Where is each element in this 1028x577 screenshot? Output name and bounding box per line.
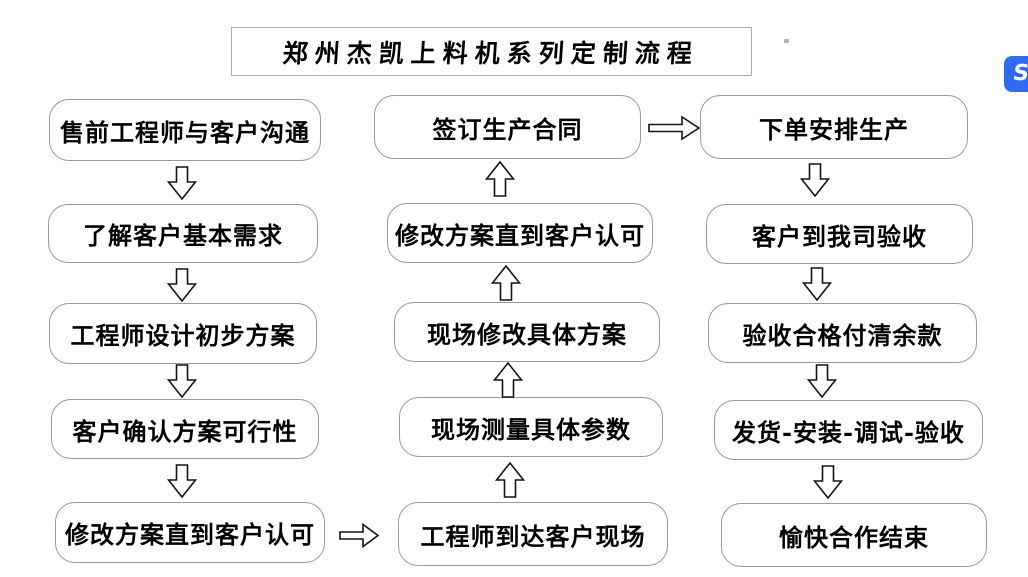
flow-box-label: 修改方案直到客户认可 <box>65 520 315 549</box>
up-arrow-icon <box>493 362 523 398</box>
flow-box-sign-contract: 签订生产合同 <box>374 95 641 159</box>
up-arrow-icon <box>491 265 521 301</box>
flow-box-engineer-arrives-site: 工程师到达客户现场 <box>398 502 668 566</box>
title-box: 郑州杰凯上料机系列定制流程 <box>231 27 752 76</box>
flow-box-label: 发货-安装-调试-验收 <box>732 417 965 447</box>
flow-box-label: 工程师到达客户现场 <box>420 521 646 551</box>
right-arrow-icon <box>648 115 700 141</box>
flow-box-label: 工程师设计初步方案 <box>70 321 296 350</box>
floating-app-badge[interactable]: S <box>1004 56 1028 92</box>
flow-box-label: 现场测量具体参数 <box>431 414 631 444</box>
flow-box-cooperation-end: 愉快合作结束 <box>721 503 987 567</box>
right-arrow-icon <box>339 522 379 549</box>
flow-box-label: 修改方案直到客户认可 <box>395 220 645 250</box>
up-arrow-icon <box>485 161 515 197</box>
down-arrow-icon <box>813 465 843 499</box>
flow-box-customer-acceptance: 客户到我司验收 <box>706 204 973 264</box>
flow-box-revise-until-approved-2: 修改方案直到客户认可 <box>387 203 653 263</box>
flow-box-onsite-revise-plan: 现场修改具体方案 <box>394 302 660 362</box>
down-arrow-icon <box>807 364 837 398</box>
flow-box-order-production: 下单安排生产 <box>700 95 968 159</box>
flow-box-label: 下单安排生产 <box>759 114 909 144</box>
down-arrow-icon <box>167 464 197 498</box>
flow-box-onsite-measure-params: 现场测量具体参数 <box>399 397 663 457</box>
flow-box-confirm-feasibility: 客户确认方案可行性 <box>51 399 319 459</box>
flow-box-label: 客户确认方案可行性 <box>72 416 298 446</box>
flow-box-pay-balance: 验收合格付清余款 <box>708 303 977 363</box>
flow-box-label: 售前工程师与客户沟通 <box>60 117 310 147</box>
down-arrow-icon <box>167 364 197 398</box>
flow-box-label: 客户到我司验收 <box>752 221 927 251</box>
flow-box-ship-install-debug: 发货-安装-调试-验收 <box>714 400 983 460</box>
flow-box-presale-communication: 售前工程师与客户沟通 <box>49 99 321 161</box>
flow-box-label: 验收合格付清余款 <box>742 320 943 350</box>
flow-box-initial-design: 工程师设计初步方案 <box>49 303 317 364</box>
flow-box-label: 了解客户基本需求 <box>83 221 283 250</box>
flow-box-revise-until-approved-1: 修改方案直到客户认可 <box>55 502 325 563</box>
down-arrow-icon <box>167 166 197 200</box>
flow-box-label: 签订生产合同 <box>432 114 583 144</box>
flow-box-label: 现场修改具体方案 <box>427 319 627 349</box>
down-arrow-icon <box>167 268 197 302</box>
flow-box-label: 愉快合作结束 <box>779 522 929 552</box>
up-arrow-icon <box>495 462 525 498</box>
speck-dot <box>784 39 789 43</box>
page-title: 郑州杰凯上料机系列定制流程 <box>282 38 701 68</box>
flow-box-understand-needs: 了解客户基本需求 <box>48 204 318 263</box>
down-arrow-icon <box>800 163 830 197</box>
s-logo-icon: S <box>1011 61 1028 86</box>
down-arrow-icon <box>802 267 832 301</box>
